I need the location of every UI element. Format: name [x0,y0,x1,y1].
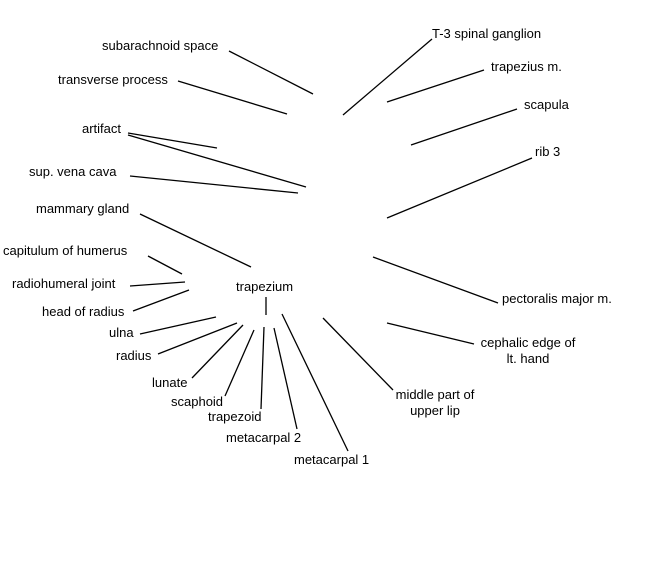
leader-scaphoid [224,329,255,397]
leader-cephalic-edge [386,322,475,345]
label-lunate: lunate [152,375,188,390]
leader-transverse-process [177,80,288,115]
label-radius: radius [116,348,152,363]
leader-t3-spinal-ganglion [342,38,433,116]
label-radiohumeral-joint: radiohumeral joint [12,276,116,291]
label-cephalic-edge-line1: cephalic edge of [480,335,576,350]
leader-radiohumeral-joint [129,281,186,287]
label-pectoralis-major-m: pectoralis major m. [502,291,612,306]
label-transverse-process: transverse process [58,72,168,87]
label-t3-spinal-ganglion: T-3 spinal ganglion [432,26,542,41]
label-head-of-radius: head of radius [42,304,125,319]
label-metacarpal-2: metacarpal 2 [226,430,302,445]
label-sup-vena-cava: sup. vena cava [29,164,117,179]
label-rib-3: rib 3 [535,144,561,159]
leader-pectoralis-major-m [372,256,499,304]
label-trapezoid: trapezoid [208,409,262,424]
leader-capitulum-of-humerus [147,255,183,275]
leader-radius [157,322,238,355]
leader-lunate [191,324,244,379]
leader-head-of-radius [132,289,190,312]
leader-trapezoid [260,326,265,410]
leader-sup-vena-cava [129,175,299,194]
label-cephalic-edge-line2: lt. hand [506,351,550,366]
label-subarachnoid-space: subarachnoid space [102,38,219,53]
leader-artifact-a [127,132,218,149]
leader-trapezius-m [386,69,485,103]
label-scaphoid: scaphoid [171,394,224,409]
label-trapezius-m: trapezius m. [491,59,562,74]
leader-middle-part-of-upper-lip [322,317,394,391]
label-middle-lip-line1: middle part of [395,387,475,402]
leader-mammary-gland [139,213,252,268]
label-cephalic-edge-of-lt-hand: cephalic edge of lt. hand [468,335,588,367]
leader-rib-3 [386,157,533,219]
label-metacarpal-1: metacarpal 1 [294,452,370,467]
label-ulna: ulna [109,325,134,340]
label-middle-lip-line2: upper lip [410,403,460,418]
leader-ulna [139,316,217,335]
leader-metacarpal-2 [273,327,298,430]
leader-scapula [410,108,518,146]
label-scapula: scapula [524,97,569,112]
label-artifact: artifact [82,121,122,136]
label-middle-part-of-upper-lip: middle part of upper lip [375,387,495,419]
label-trapezium: trapezium [236,279,294,294]
label-capitulum-of-humerus: capitulum of humerus [3,243,128,258]
leader-subarachnoid-space [228,50,314,95]
label-mammary-gland: mammary gland [36,201,130,216]
leader-artifact-b [127,134,307,188]
leader-metacarpal-1 [281,313,349,452]
